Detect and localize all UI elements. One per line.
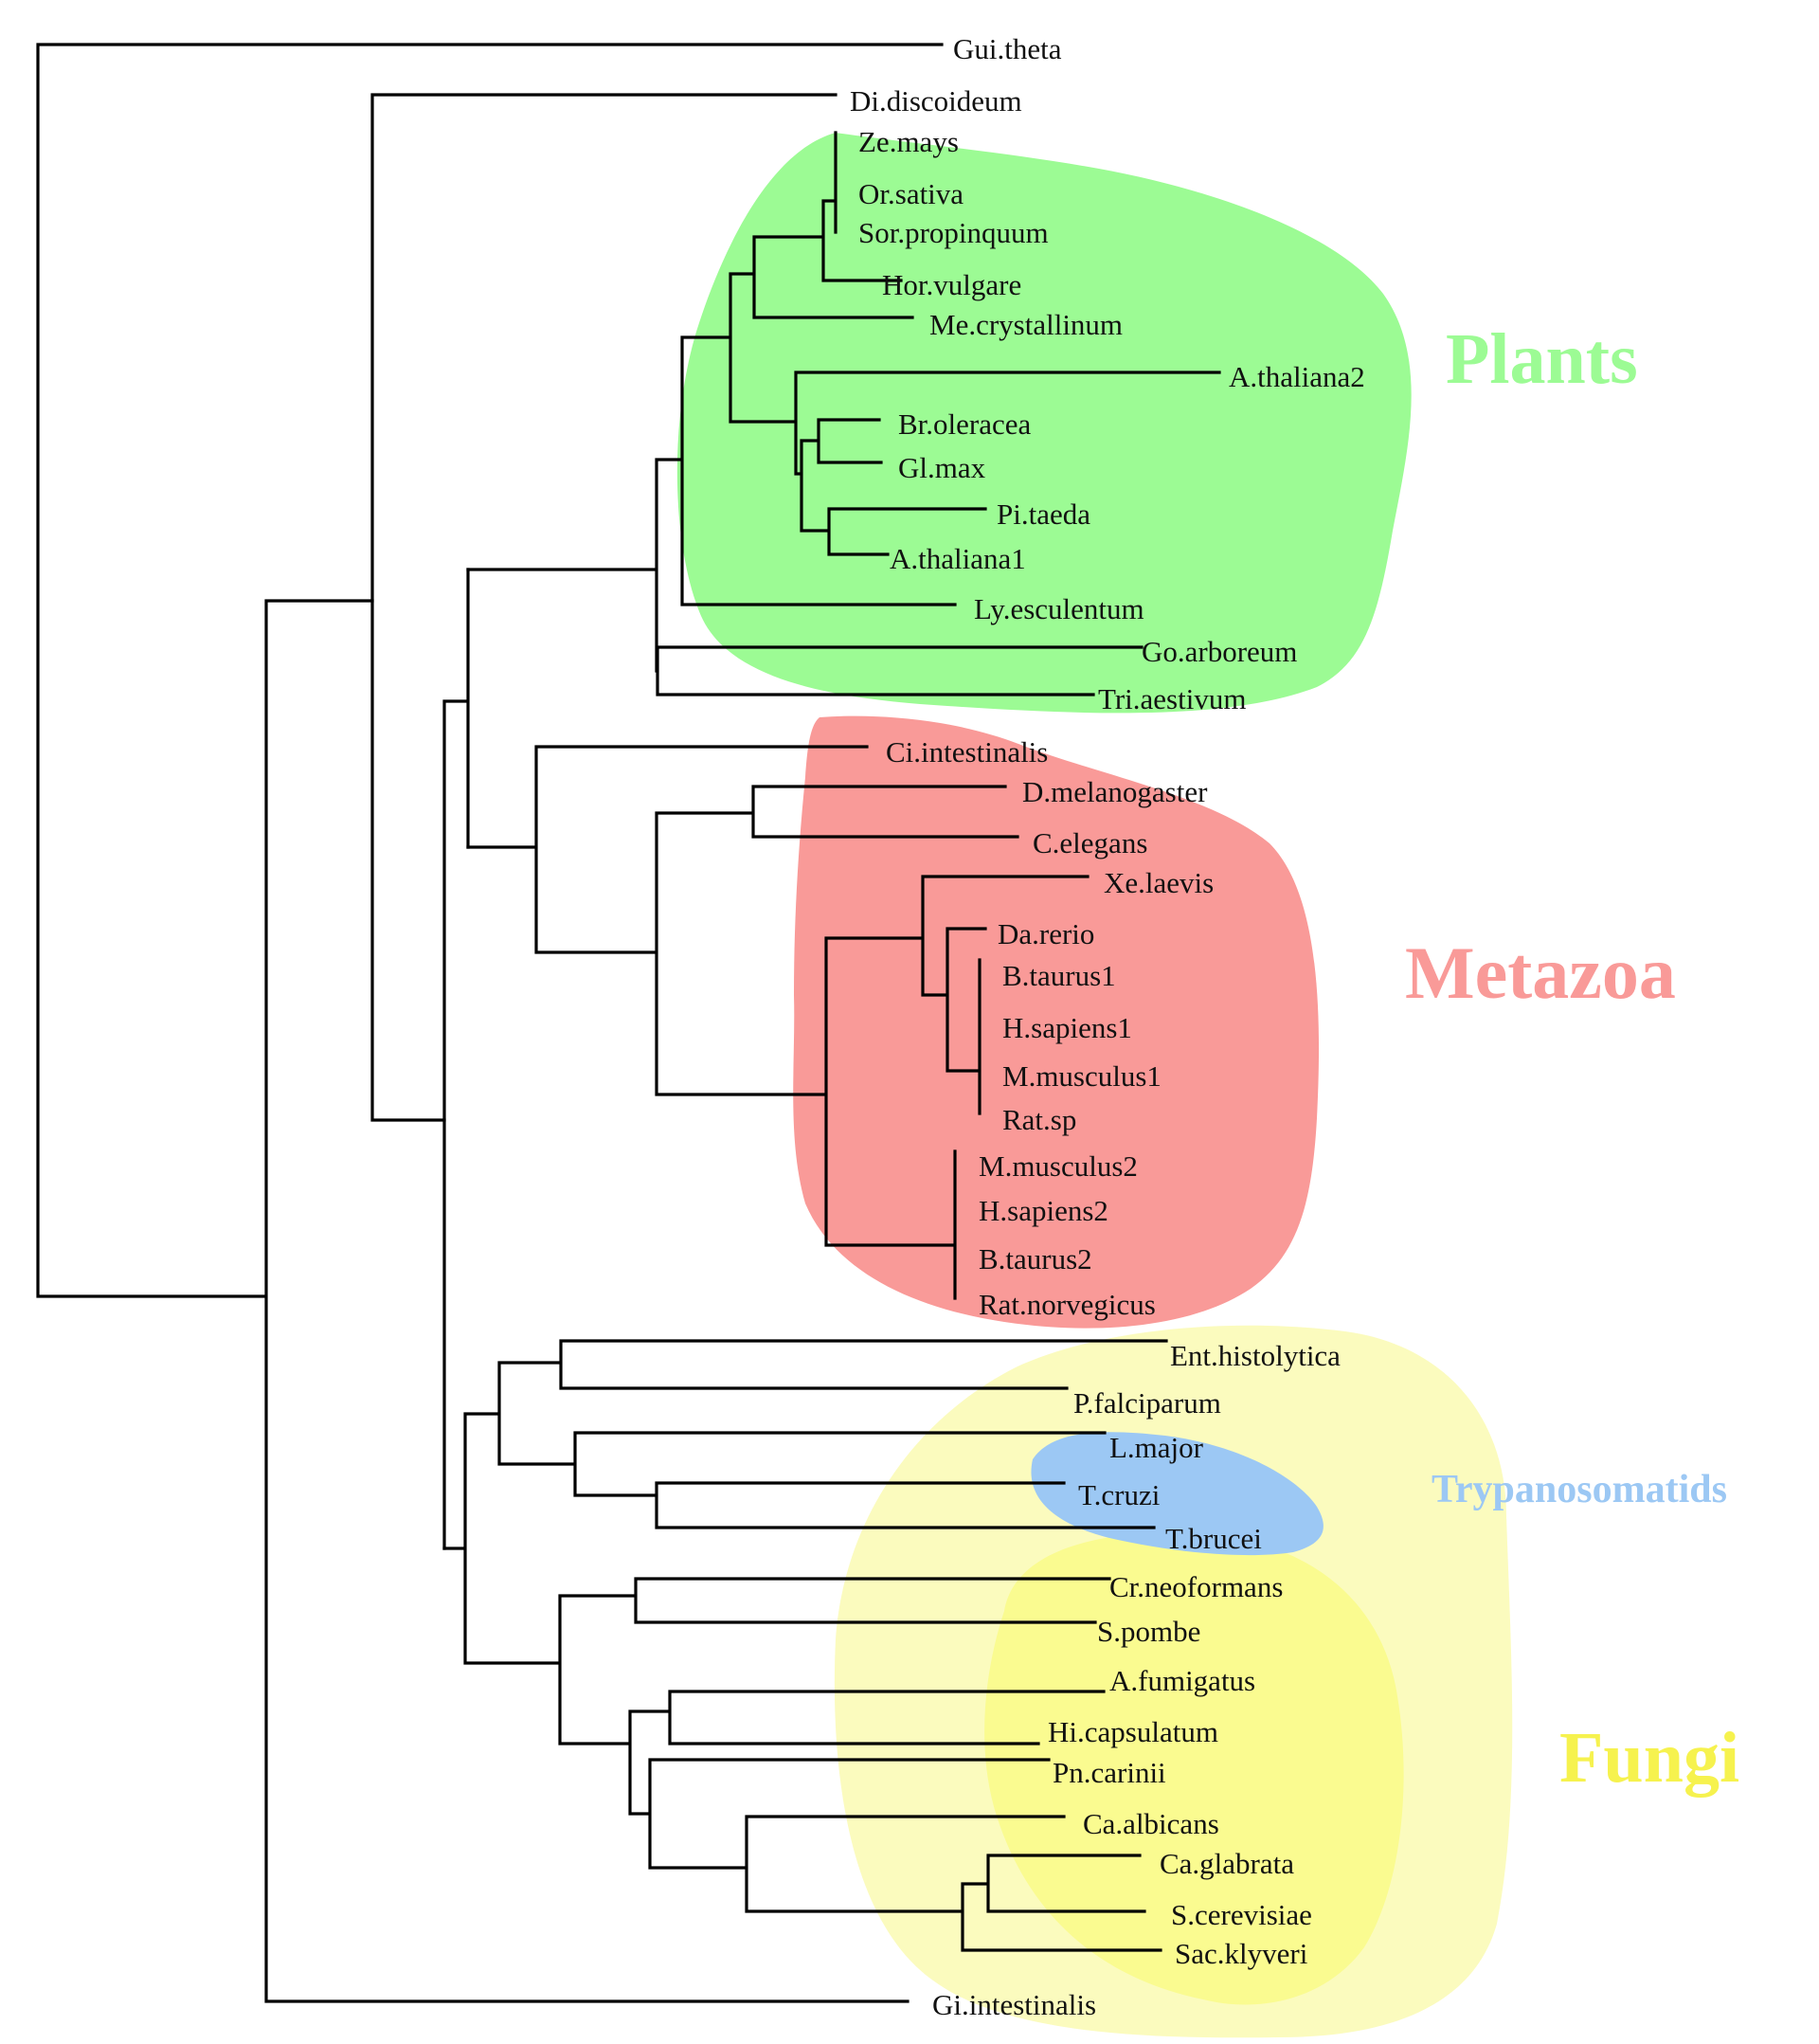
taxon-label: H.sapiens2: [979, 1194, 1108, 1227]
plants-label: Plants: [1446, 319, 1638, 399]
taxon-label: Ly.esculentum: [974, 592, 1144, 625]
taxon-label: D.melanogaster: [1022, 775, 1208, 808]
trypanosomatids-label: Trypanosomatids: [1432, 1468, 1727, 1511]
taxon-label: M.musculus2: [979, 1149, 1138, 1183]
taxon-label: P.falciparum: [1073, 1386, 1221, 1420]
taxon-label: M.musculus1: [1002, 1059, 1162, 1093]
taxon-label: Hi.capsulatum: [1048, 1715, 1218, 1748]
plants-region: [676, 133, 1412, 714]
taxon-label: Di.discoideum: [850, 84, 1022, 118]
taxon-label: Br.oleracea: [898, 407, 1032, 441]
opisthokont-branch: [442, 568, 470, 1550]
metazoa-label: Metazoa: [1405, 932, 1676, 1014]
taxon-label: H.sapiens1: [1002, 1011, 1132, 1044]
taxon-label: A.fumigatus: [1109, 1664, 1255, 1697]
metazoa-branches: [466, 745, 1090, 1300]
taxon-label: L.major: [1109, 1431, 1204, 1464]
taxon-label: Ze.mays: [858, 125, 959, 158]
taxon-label: Ca.glabrata: [1160, 1847, 1294, 1880]
protist-fungi-branches: [442, 1339, 1168, 1952]
leaf-labels: Gui.theta Di.discoideum Ze.mays Or.sativ…: [850, 32, 1365, 2021]
taxon-label: Go.arboreum: [1142, 635, 1297, 668]
fungi-label: Fungi: [1559, 1718, 1739, 1798]
taxon-label: B.taurus2: [979, 1242, 1092, 1275]
taxon-label: Xe.laevis: [1104, 866, 1214, 899]
taxon-label: T.cruzi: [1078, 1478, 1161, 1511]
taxon-label: Da.rerio: [998, 917, 1094, 950]
trypanosomatids-region: [1031, 1432, 1324, 1556]
taxon-label: C.elegans: [1033, 826, 1147, 859]
metazoa-region: [793, 715, 1320, 1329]
tree-branches: [36, 43, 1221, 2003]
taxon-label: Ci.intestinalis: [886, 735, 1048, 769]
taxon-label: T.brucei: [1165, 1522, 1262, 1555]
taxon-label: Cr.neoformans: [1109, 1570, 1283, 1603]
taxon-label: Ca.albicans: [1083, 1807, 1219, 1840]
taxon-label: Sac.klyveri: [1175, 1937, 1308, 1970]
taxon-label: A.thaliana2: [1229, 360, 1365, 393]
taxon-label: Me.crystallinum: [929, 308, 1123, 341]
plants-branches: [466, 131, 1221, 696]
taxon-label: A.thaliana1: [890, 542, 1026, 575]
taxon-label: Hor.vulgare: [882, 268, 1021, 301]
taxon-label: S.cerevisiae: [1171, 1898, 1312, 1931]
fungi-inner-region: [984, 1532, 1404, 2005]
taxon-label: Ent.histolytica: [1170, 1339, 1341, 1372]
taxon-label: Tri.aestivum: [1098, 682, 1246, 715]
taxon-label: S.pombe: [1097, 1615, 1200, 1648]
root-branch: [36, 43, 944, 2003]
taxon-label: Gl.max: [898, 451, 986, 484]
taxon-label: Rat.norvegicus: [979, 1288, 1156, 1321]
taxon-label: Gui.theta: [953, 32, 1062, 65]
taxon-label: Pi.taeda: [997, 497, 1090, 531]
taxon-label: Gi.intestinalis: [932, 1988, 1096, 2021]
taxon-label: Or.sativa: [858, 177, 964, 210]
main-clade-branch: [370, 93, 837, 1122]
taxon-label: B.taurus1: [1002, 959, 1116, 992]
taxon-label: Rat.sp: [1002, 1103, 1076, 1136]
taxon-label: Pn.carinii: [1053, 1756, 1166, 1789]
taxon-label: Sor.propinquum: [858, 216, 1049, 249]
